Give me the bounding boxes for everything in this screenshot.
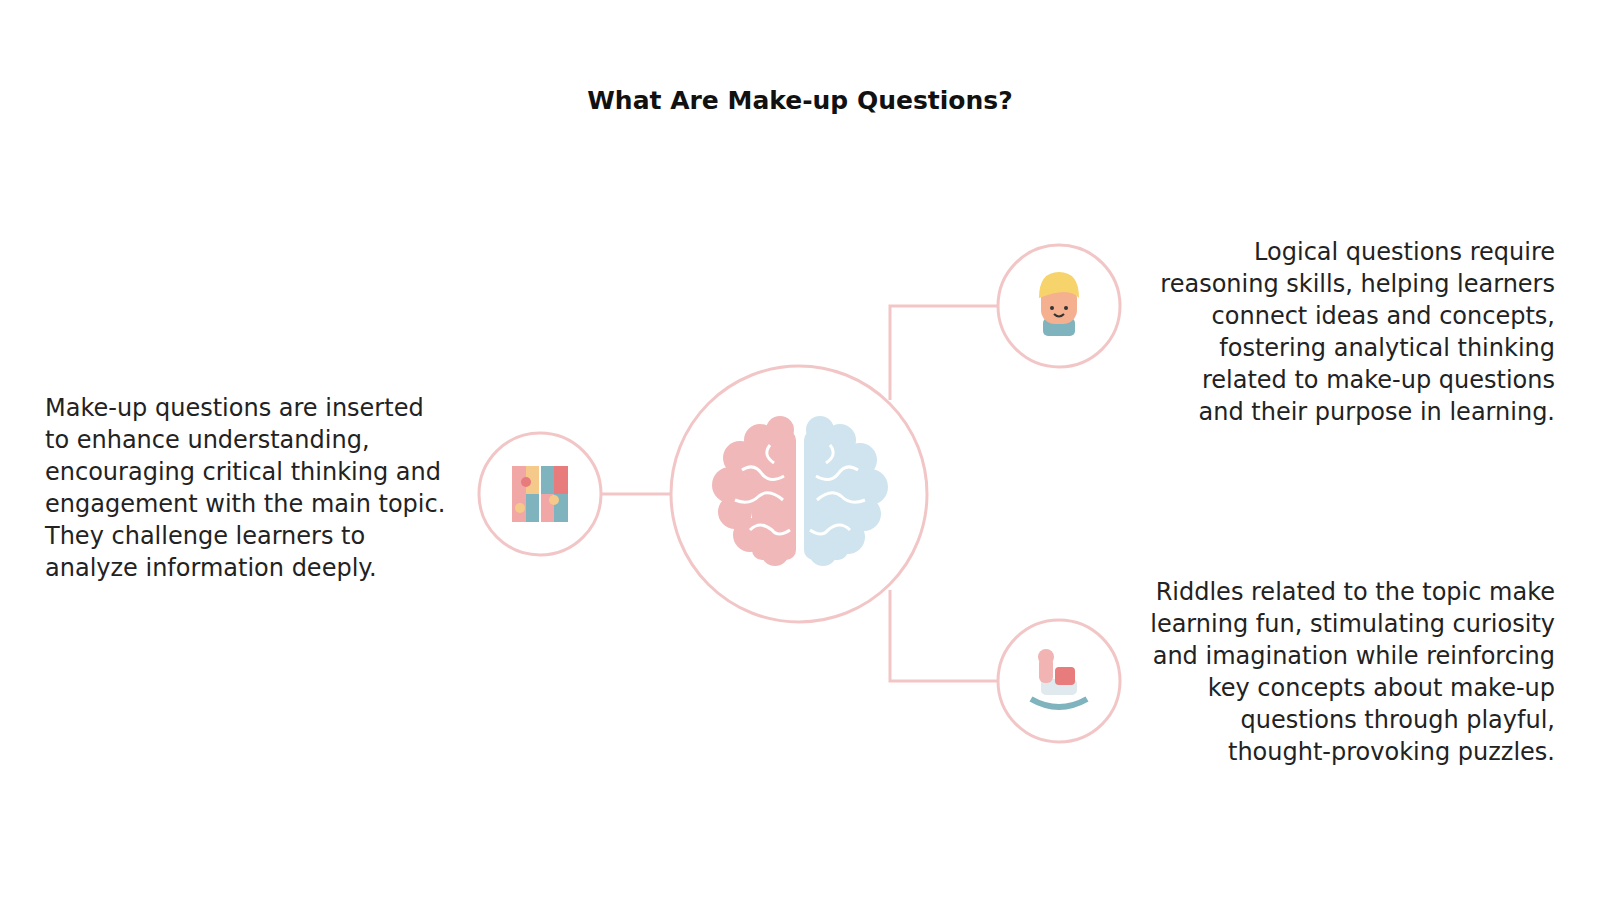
node-description: Riddles related to the topic make learni…: [1150, 576, 1555, 768]
brain-illustration: [712, 416, 888, 566]
puzzle-icon: [512, 466, 568, 522]
node-description: Logical questions require reasoning skil…: [1150, 236, 1555, 428]
brain-circle: [671, 366, 927, 622]
node-description: Make-up questions are inserted to enhanc…: [45, 392, 455, 584]
kid-icon: [1039, 272, 1079, 336]
icon-circle-node: Make-up questions are inserted to enhanc…: [479, 433, 601, 555]
circle-outline: [477, 431, 603, 557]
horse-icon: [1031, 649, 1087, 707]
circle-outline: [996, 243, 1122, 369]
circle-outline: [996, 618, 1122, 744]
icon-circle-node: Riddles related to the topic make learni…: [998, 620, 1120, 742]
leader-lines: [601, 306, 998, 681]
diagram-title: What Are Make-up Questions?: [0, 86, 1600, 115]
icon-circle-node: Logical questions require reasoning skil…: [998, 245, 1120, 367]
